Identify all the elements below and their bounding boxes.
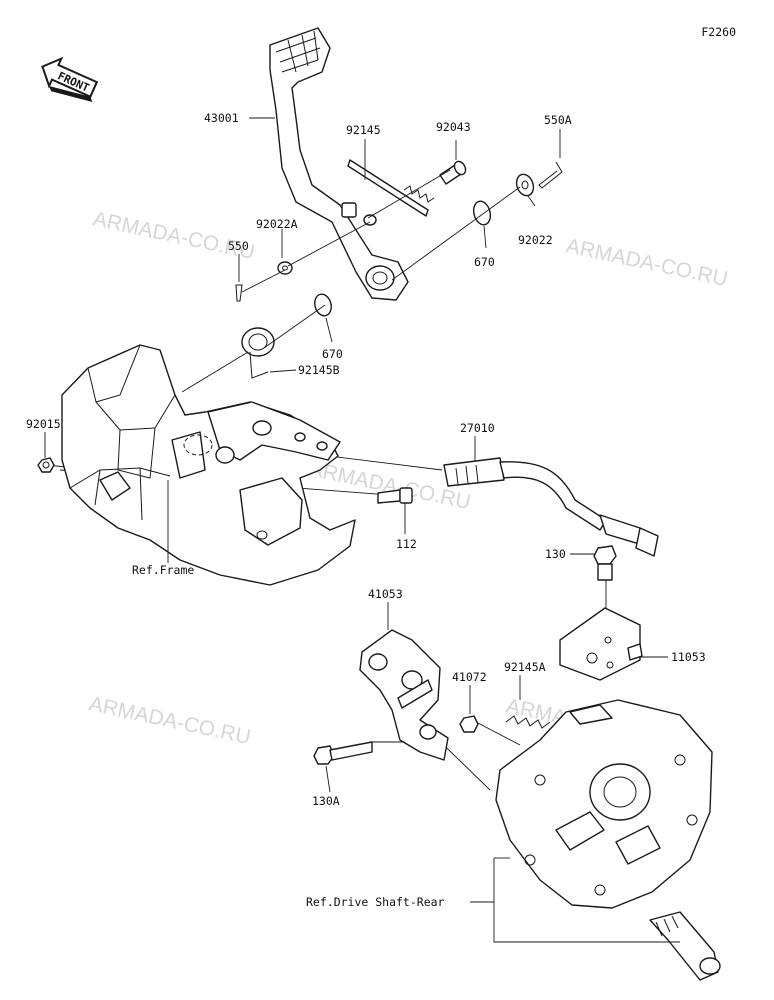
label-92022A: 92022A xyxy=(256,217,298,231)
label-41053: 41053 xyxy=(368,587,403,601)
label-92145: 92145 xyxy=(346,123,381,137)
part-labels: 43001 92145 92043 550A 92022A 550 92022 … xyxy=(26,111,706,909)
part-92145-rod xyxy=(347,159,429,217)
label-670-upper: 670 xyxy=(474,255,495,269)
label-ref-drive-shaft: Ref.Drive Shaft-Rear xyxy=(306,895,445,909)
part-92015-nut xyxy=(37,457,55,473)
part-11053-bracket xyxy=(559,607,643,681)
watermark-1: ARMADA-CO.RU xyxy=(91,207,257,264)
front-arrow-icon: FRONT xyxy=(41,56,99,102)
part-92022A-washer xyxy=(277,261,293,275)
label-41072: 41072 xyxy=(452,670,487,684)
drive-shaft xyxy=(649,911,721,981)
label-130A: 130A xyxy=(312,794,340,808)
label-92022: 92022 xyxy=(518,233,553,247)
watermark-4: ARMADA-CO.RU xyxy=(87,692,253,749)
label-670-lower: 670 xyxy=(322,347,343,361)
part-670-oring-lower xyxy=(314,293,332,317)
label-112: 112 xyxy=(396,537,417,551)
part-92043-pin xyxy=(439,160,467,185)
part-41053-lever xyxy=(359,629,449,761)
part-spring-small xyxy=(403,185,435,203)
label-130: 130 xyxy=(545,547,566,561)
part-92145B-spring xyxy=(241,327,275,379)
part-27010-switch xyxy=(443,457,659,557)
brake-pedal xyxy=(269,27,409,301)
label-550A: 550A xyxy=(544,113,572,127)
part-550A-cotter xyxy=(538,161,563,189)
part-550-cotter xyxy=(235,284,243,302)
part-92022-washer xyxy=(515,173,535,197)
label-27010: 27010 xyxy=(460,421,495,435)
part-92145A-spring xyxy=(505,715,551,729)
label-11053: 11053 xyxy=(671,650,706,664)
label-550: 550 xyxy=(228,239,249,253)
diagram-code: F2260 xyxy=(701,25,736,39)
frame-assembly xyxy=(61,344,356,586)
watermark-2: ARMADA-CO.RU xyxy=(564,234,730,291)
label-92145B: 92145B xyxy=(298,363,340,377)
leader-lines xyxy=(44,117,680,943)
label-ref-frame: Ref.Frame xyxy=(132,563,194,577)
part-670-oring-upper xyxy=(472,200,492,226)
label-43001: 43001 xyxy=(204,111,239,125)
drive-shaft-housing xyxy=(495,699,713,909)
label-92043: 92043 xyxy=(436,120,471,134)
part-130A-bolt xyxy=(313,741,373,765)
part-41072-nut xyxy=(459,715,479,733)
label-92145A: 92145A xyxy=(504,660,546,674)
part-112-bolt xyxy=(377,487,413,504)
part-130-bolt xyxy=(593,545,617,581)
label-92015: 92015 xyxy=(26,417,61,431)
